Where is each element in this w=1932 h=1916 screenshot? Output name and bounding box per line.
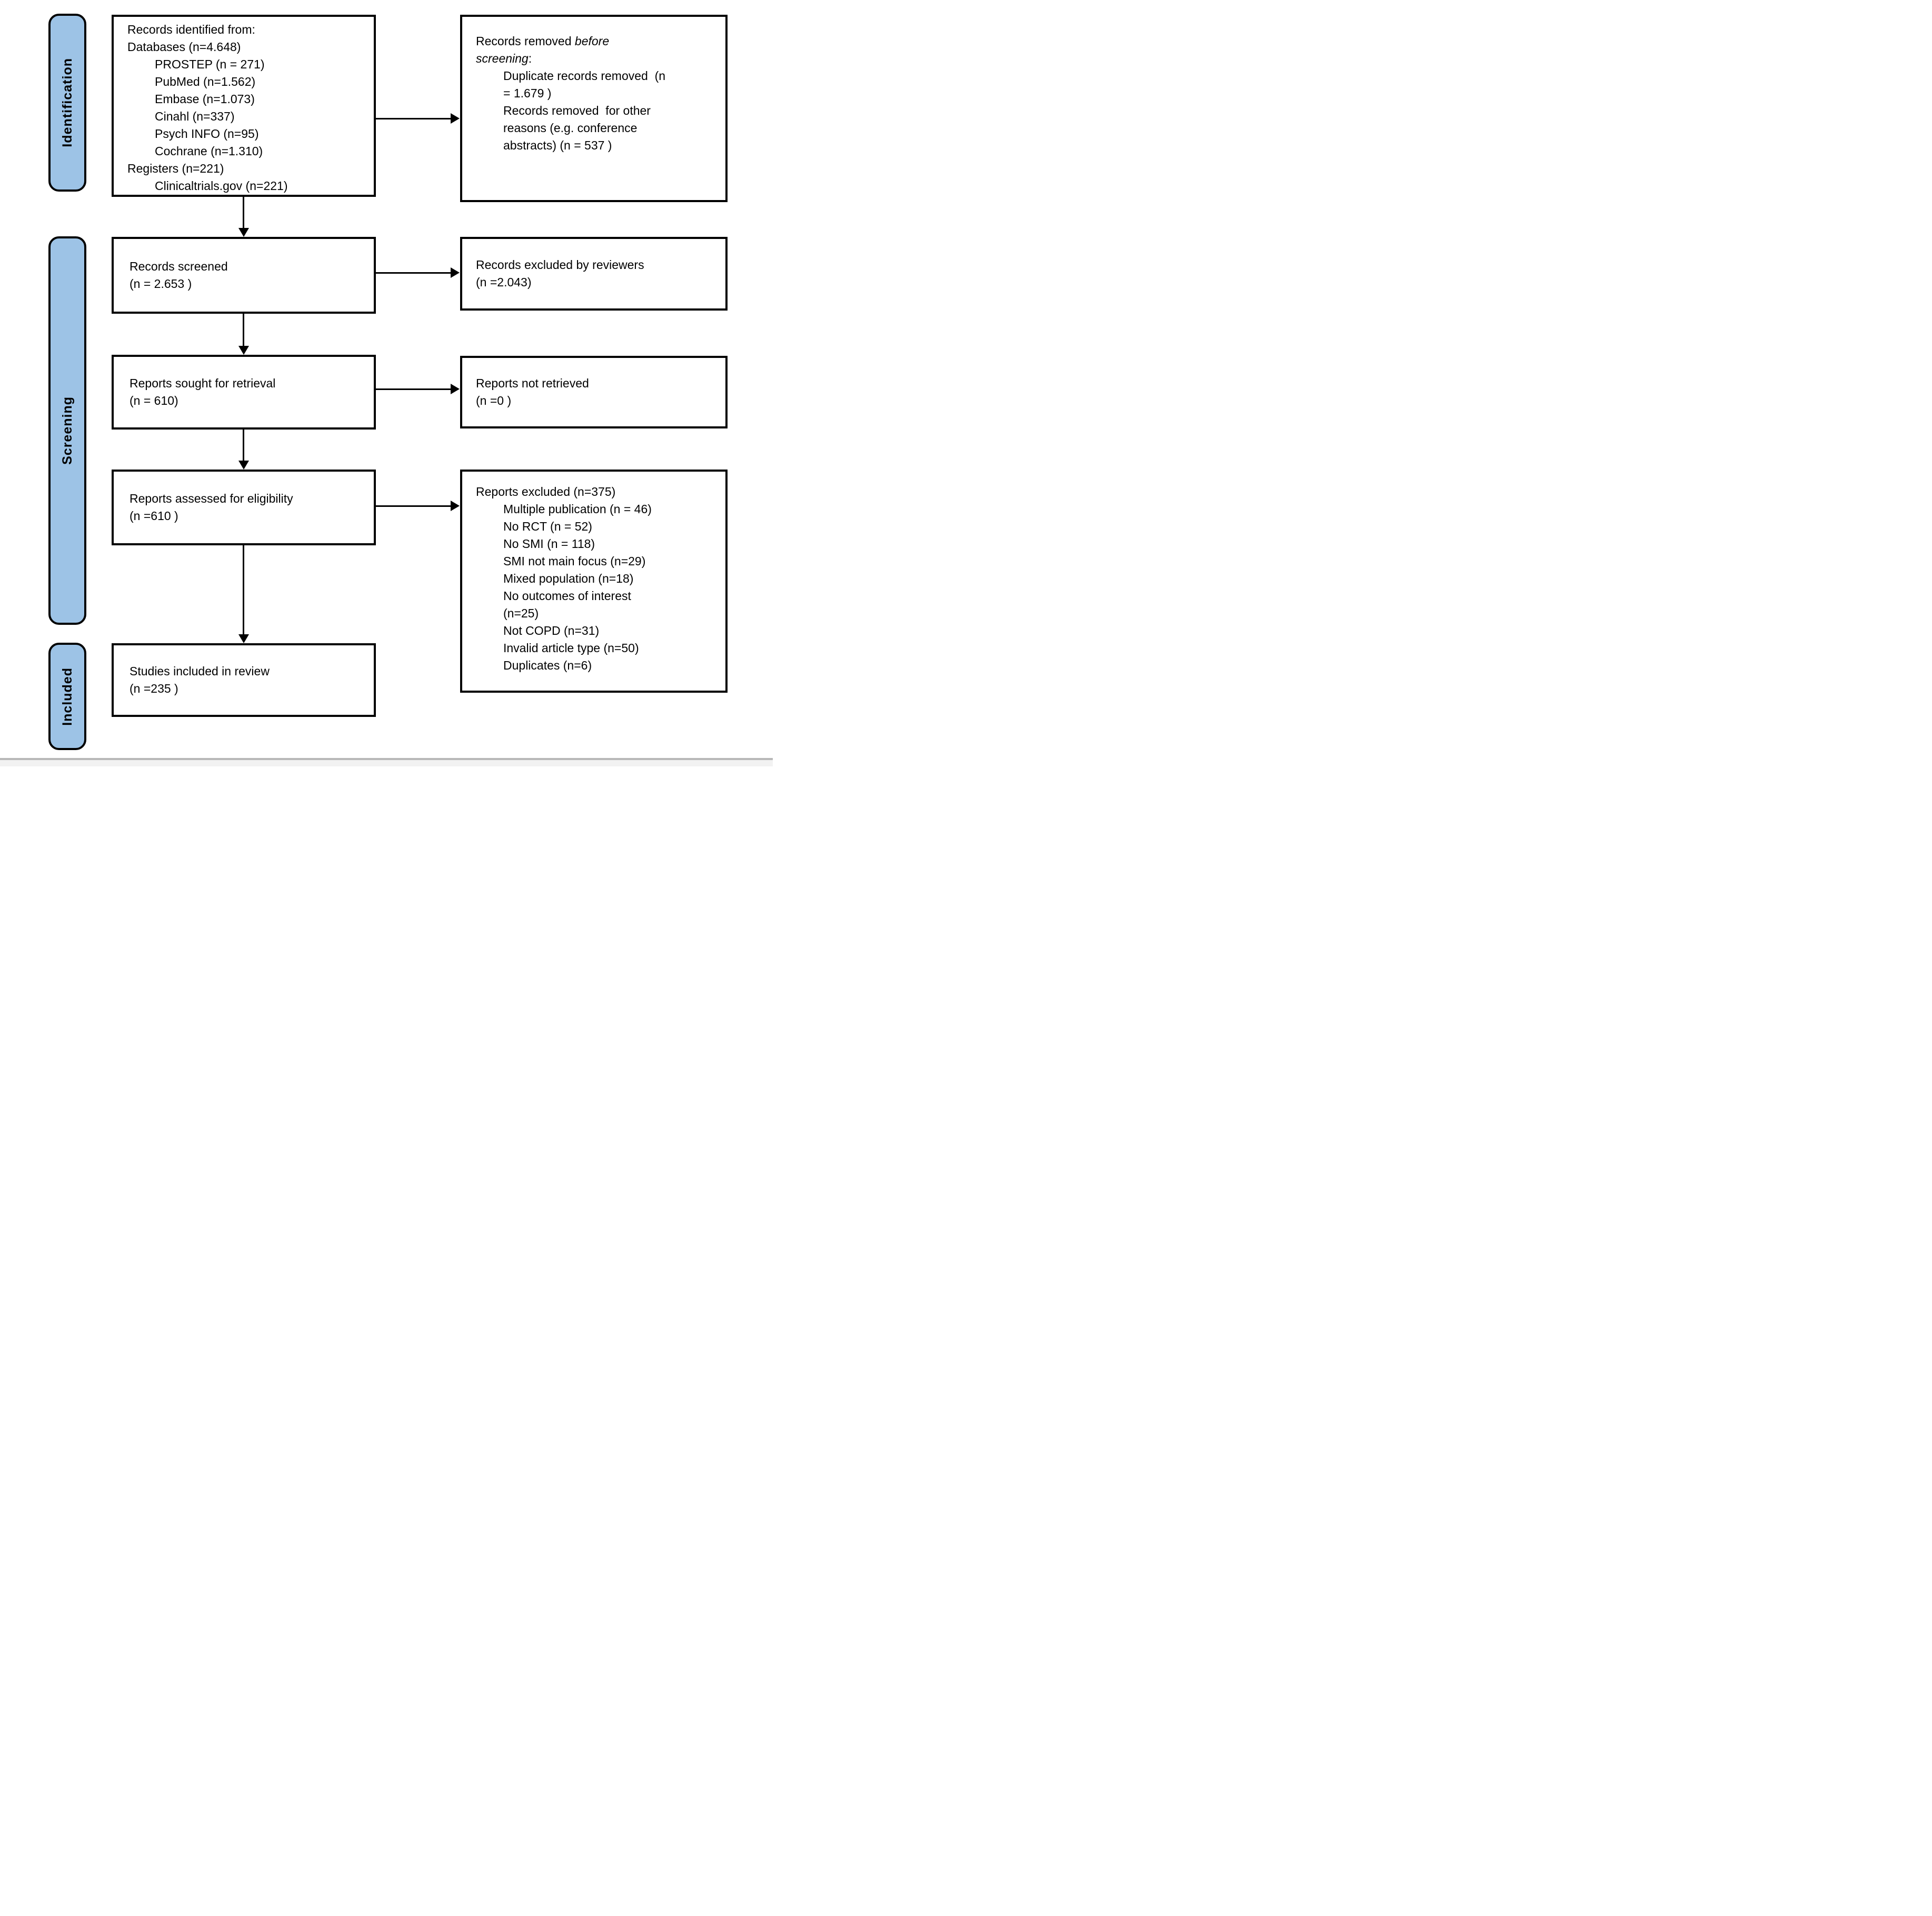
arrow-screened-to-excluded-line bbox=[376, 272, 451, 274]
arrow-sought-to-assessed-line bbox=[243, 430, 244, 462]
stage-label-screening: Screening bbox=[59, 396, 75, 465]
reports-excluded-item: SMI not main focus (n=29) bbox=[503, 554, 646, 568]
arrow-screened-to-sought-head bbox=[238, 346, 249, 355]
arrow-assessed-to-included-head bbox=[238, 634, 249, 643]
reports-excluded-item: No SMI (n = 118) bbox=[503, 537, 595, 551]
records-identified-line: Records identified from: bbox=[127, 23, 255, 36]
arrow-screened-to-excluded-head bbox=[451, 267, 460, 278]
stage-pill-screening: Screening bbox=[48, 236, 86, 625]
reports-excluded-heading: Reports excluded (n=375) bbox=[476, 485, 616, 498]
box-records-excluded-reviewers: Records excluded by reviewers (n =2.043) bbox=[460, 237, 728, 311]
reports-excluded-item: Mixed population (n=18) bbox=[503, 572, 634, 585]
records-identified-line: Cochrane (n=1.310) bbox=[155, 144, 263, 158]
arrow-identified-to-removed-head bbox=[451, 113, 460, 124]
stage-pill-identification: Identification bbox=[48, 14, 86, 192]
reports-excluded-item: Invalid article type (n=50) bbox=[503, 641, 639, 655]
records-identified-line: PROSTEP (n = 271) bbox=[155, 57, 265, 71]
arrow-screened-to-sought-line bbox=[243, 314, 244, 346]
box-records-screened: Records screened (n = 2.653 ) bbox=[112, 237, 376, 314]
reports-excluded-item: Duplicates (n=6) bbox=[503, 658, 592, 672]
arrow-identified-to-screened-line bbox=[243, 197, 244, 229]
arrow-identified-to-screened-head bbox=[238, 228, 249, 237]
arrow-assessed-to-excluded-line bbox=[376, 505, 451, 507]
box-reports-excluded: Reports excluded (n=375) Multiple public… bbox=[460, 470, 728, 693]
stage-label-included: Included bbox=[59, 667, 75, 726]
records-screened-text: Records screened (n = 2.653 ) bbox=[130, 260, 228, 291]
records-removed-heading-suffix: : bbox=[528, 52, 532, 65]
reports-excluded-item: Multiple publication (n = 46) bbox=[503, 502, 652, 516]
records-identified-line: Embase (n=1.073) bbox=[155, 92, 255, 106]
box-records-identified: Records identified from: Databases (n=4.… bbox=[112, 15, 376, 197]
records-removed-heading-emphasis: before screening bbox=[476, 34, 610, 65]
records-removed-item: Duplicate records removed (n = 1.679 ) bbox=[503, 69, 666, 100]
stage-pill-included: Included bbox=[48, 643, 86, 750]
reports-excluded-item: Not COPD (n=31) bbox=[503, 624, 600, 637]
records-removed-heading-prefix: Records removed bbox=[476, 34, 575, 48]
records-identified-line: Cinahl (n=337) bbox=[155, 109, 235, 123]
arrow-identified-to-removed-line bbox=[376, 118, 451, 119]
box-records-removed: Records removed before screening: Duplic… bbox=[460, 15, 728, 202]
arrow-sought-to-assessed-head bbox=[238, 461, 249, 470]
box-reports-not-retrieved: Reports not retrieved (n =0 ) bbox=[460, 356, 728, 428]
records-removed-item: Records removed for other reasons (e.g. … bbox=[503, 104, 651, 152]
stage-label-identification: Identification bbox=[59, 58, 75, 147]
arrow-assessed-to-excluded-head bbox=[451, 501, 460, 511]
records-identified-line: Databases (n=4.648) bbox=[127, 40, 241, 54]
records-identified-line: PubMed (n=1.562) bbox=[155, 75, 256, 88]
arrow-sought-to-not-retrieved-head bbox=[451, 384, 460, 394]
box-studies-included: Studies included in review (n =235 ) bbox=[112, 643, 376, 717]
records-removed-heading: Records removed before screening: bbox=[462, 33, 725, 67]
records-excluded-reviewers-text: Records excluded by reviewers (n =2.043) bbox=[476, 258, 644, 289]
reports-not-retrieved-text: Reports not retrieved (n =0 ) bbox=[476, 376, 589, 407]
footer-strip bbox=[0, 760, 773, 766]
footer-divider bbox=[0, 758, 773, 760]
records-identified-line: Psych INFO (n=95) bbox=[155, 127, 259, 141]
arrow-assessed-to-included-line bbox=[243, 545, 244, 635]
reports-excluded-item: No outcomes of interest (n=25) bbox=[503, 589, 631, 620]
reports-sought-text: Reports sought for retrieval (n = 610) bbox=[130, 376, 276, 407]
reports-assessed-text: Reports assessed for eligibility (n =610… bbox=[130, 492, 293, 523]
records-identified-line: Clinicaltrials.gov (n=221) bbox=[155, 179, 288, 193]
prisma-flow-diagram: Identification Screening Included Record… bbox=[0, 0, 773, 766]
reports-excluded-item: No RCT (n = 52) bbox=[503, 520, 592, 533]
box-reports-assessed: Reports assessed for eligibility (n =610… bbox=[112, 470, 376, 545]
box-reports-sought: Reports sought for retrieval (n = 610) bbox=[112, 355, 376, 430]
studies-included-text: Studies included in review (n =235 ) bbox=[130, 664, 270, 695]
records-identified-line: Registers (n=221) bbox=[127, 162, 224, 175]
arrow-sought-to-not-retrieved-line bbox=[376, 388, 451, 390]
